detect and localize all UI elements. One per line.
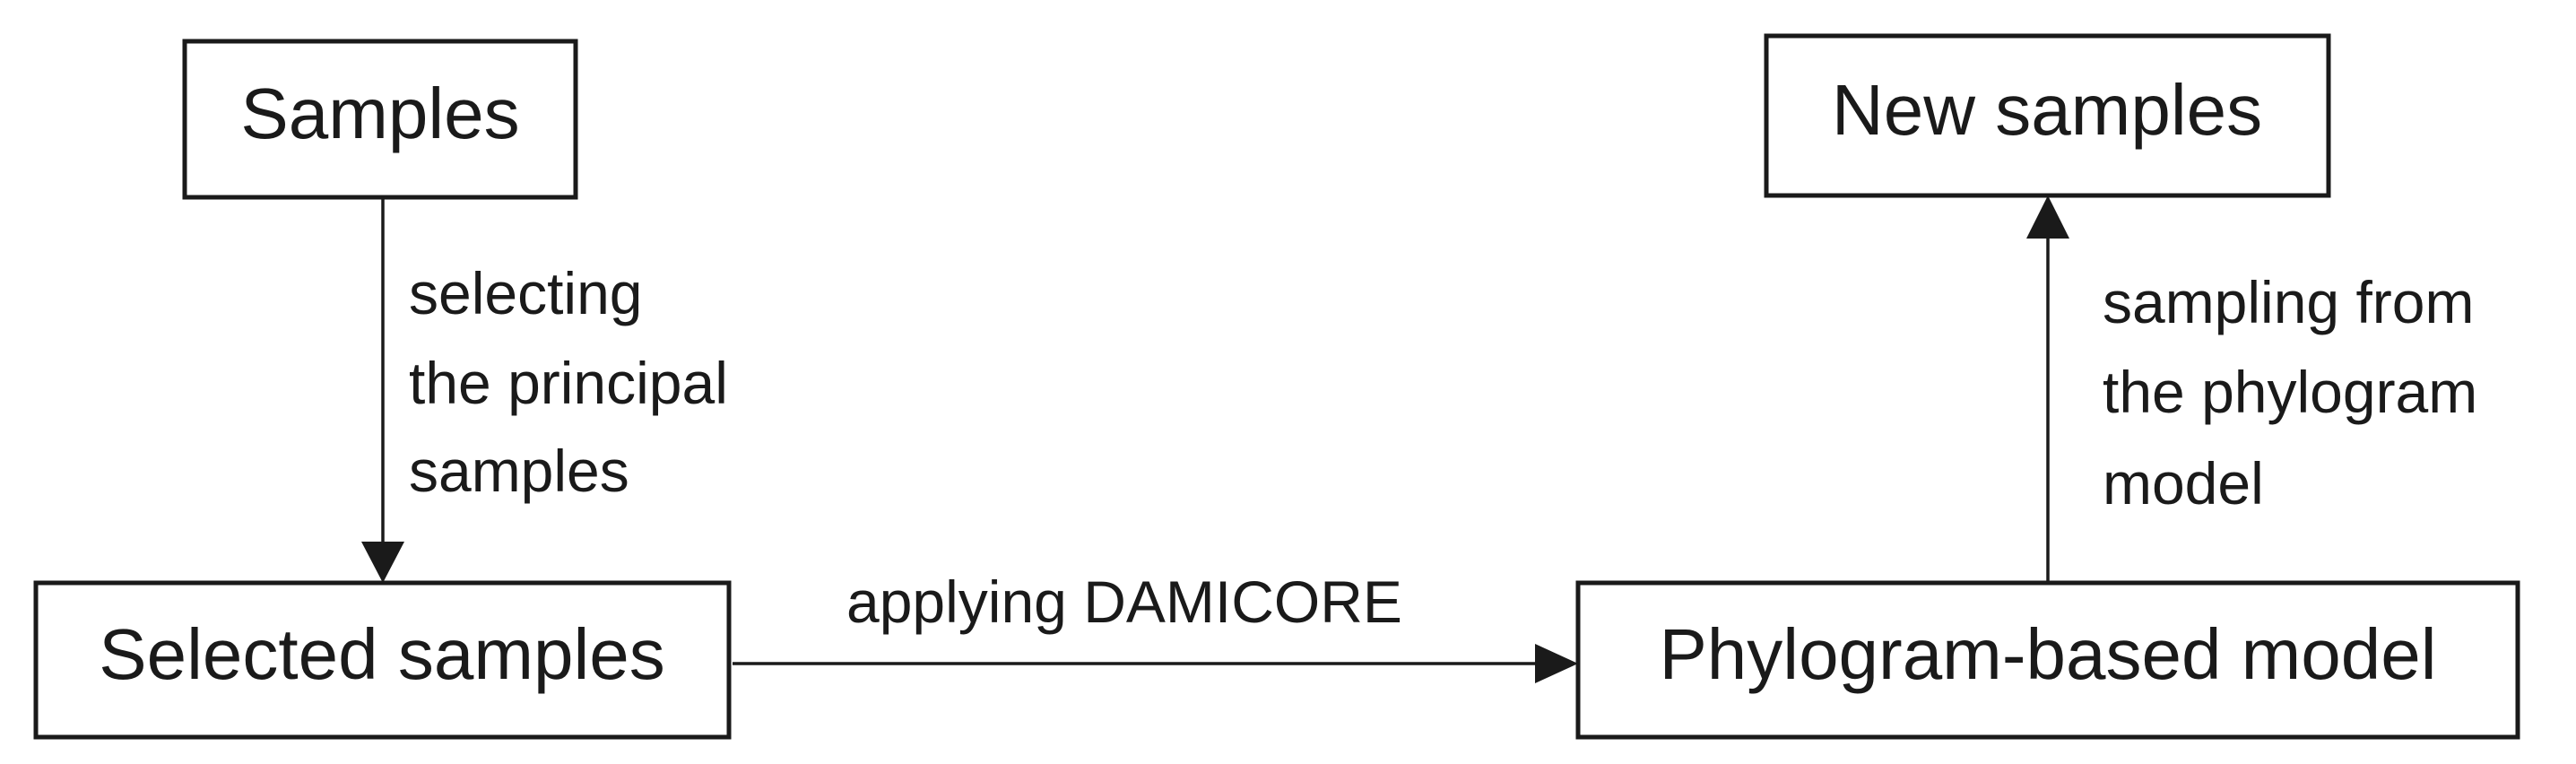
node-new-samples: New samples: [1764, 33, 2331, 198]
arrowhead-right: [1535, 644, 1578, 683]
node-box: [33, 580, 732, 740]
edge-applying-damicore: applying DAMICORE: [733, 569, 1578, 683]
node-box: [1575, 580, 2520, 740]
node-label: Samples: [240, 74, 519, 153]
edge-label-line: samples: [409, 438, 629, 504]
edge-label-line: selecting: [409, 260, 643, 326]
edge-selecting-principal-samples: selecting the principal samples: [361, 197, 728, 583]
edge-label-line: sampling from: [2103, 269, 2474, 335]
node-label: Phylogram-based model: [1659, 614, 2436, 694]
node-selected-samples: Selected samples: [33, 580, 732, 740]
node-box: [1764, 33, 2331, 198]
edge-label-line: applying DAMICORE: [846, 569, 1402, 635]
node-phylogram-based-model: Phylogram-based model: [1575, 580, 2520, 740]
node-samples: Samples: [182, 39, 578, 200]
arrowhead-up: [2026, 195, 2069, 239]
edge-sampling-from-model: sampling from the phylogram model: [2026, 195, 2477, 583]
arrowhead-down: [361, 542, 404, 583]
edge-label-line: model: [2103, 450, 2264, 517]
node-label: New samples: [1832, 70, 2262, 150]
node-label: Selected samples: [99, 614, 664, 694]
edge-label-line: the phylogram: [2103, 359, 2477, 425]
node-box: [182, 39, 578, 200]
edge-label-line: the principal: [409, 350, 728, 416]
